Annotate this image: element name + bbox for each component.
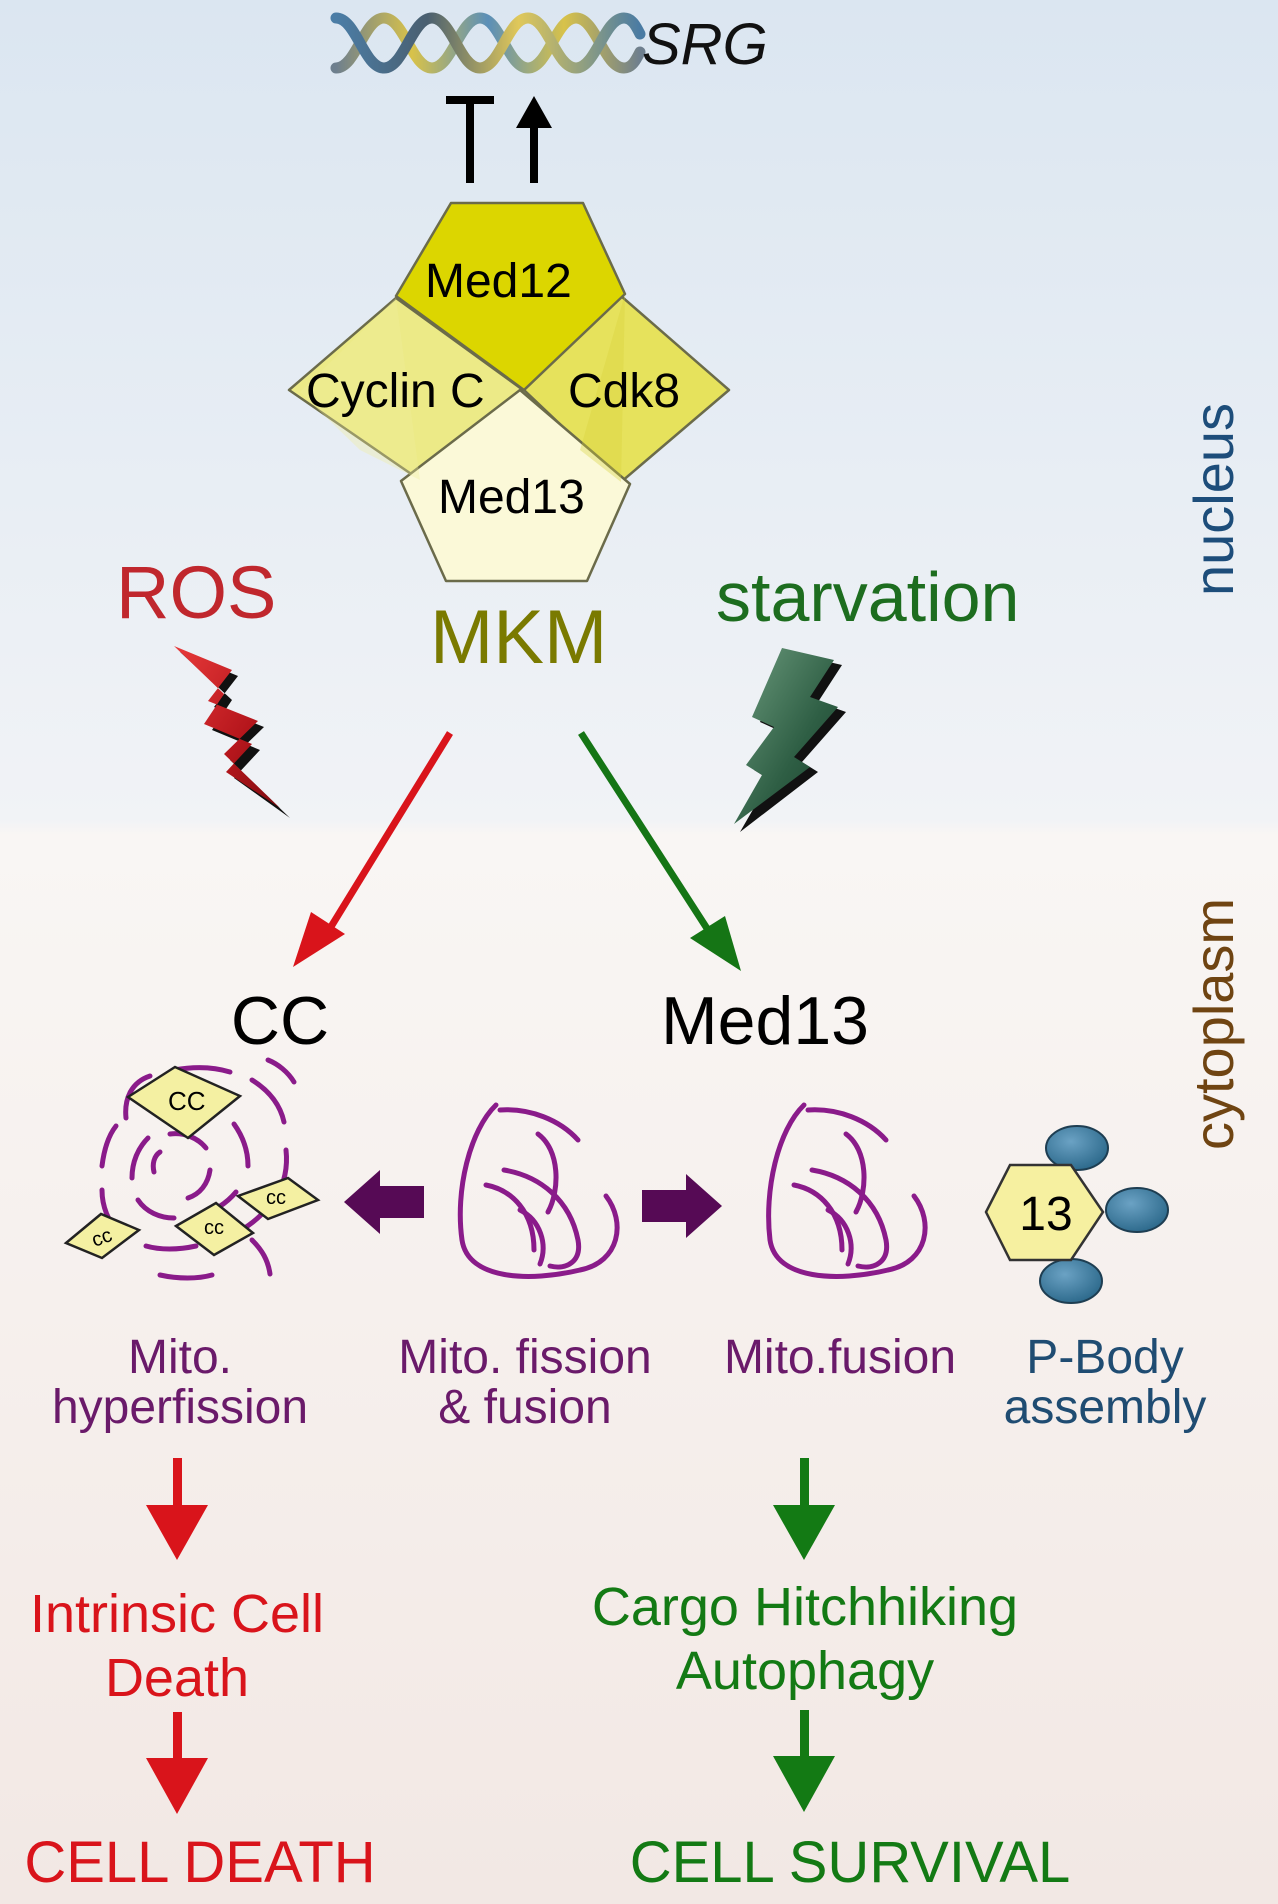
starvation-lightning-icon [734, 648, 846, 832]
arrow-to-cell-death [146, 1712, 208, 1814]
cell-survival-label: CELL SURVIVAL [629, 1830, 1071, 1895]
cc-tag-large-label: CC [168, 1086, 206, 1116]
arrow-to-cc [293, 731, 453, 967]
hyperfission-label: Mito. hyperfission [20, 1333, 340, 1433]
hyperfission-line2: hyperfission [51, 1380, 309, 1434]
cargo-autophagy-line1: Cargo Hitchhiking [591, 1577, 1019, 1637]
cc-released-label: CC [230, 983, 330, 1059]
med13-released-label: Med13 [661, 983, 869, 1059]
fusion-label: Mito.fusion [700, 1333, 980, 1383]
cell-death-label: CELL DEATH [24, 1830, 376, 1895]
cc-tag-label: cc [266, 1187, 286, 1209]
cdk8-label: Cdk8 [568, 365, 681, 418]
gene-label-srg: SRG [642, 12, 768, 77]
med13-subunit-label: Med13 [438, 471, 585, 524]
arrow-to-fusion [642, 1174, 722, 1238]
starvation-label: starvation [716, 558, 1020, 636]
cargo-autophagy-line2: Autophagy [675, 1640, 935, 1701]
p-body-label: P-Body assembly [990, 1333, 1220, 1433]
intrinsic-cell-death-line2: Death [104, 1647, 250, 1708]
cyclin-c-tags [63, 1065, 321, 1260]
mkm-label: MKM [430, 595, 608, 680]
med12-shape [394, 201, 627, 392]
cytoplasm-label: cytoplasm [1182, 897, 1245, 1150]
p-body-line1: P-Body [1026, 1331, 1184, 1384]
arrow-to-intrinsic-death [146, 1458, 208, 1560]
cargo-hitchhiking-autophagy-label: Cargo Hitchhiking Autophagy [540, 1576, 1070, 1703]
p-body-line2: assembly [1003, 1380, 1207, 1434]
fission-fusion-label: Mito. fission & fusion [360, 1333, 690, 1433]
med13-shape [399, 388, 632, 583]
fusion-line1: Mito.fusion [723, 1331, 957, 1384]
intrinsic-cell-death-label: Intrinsic Cell Death [0, 1583, 354, 1710]
repression-symbol [446, 96, 494, 183]
cyclin-c-label: Cyclin C [306, 365, 485, 418]
intrinsic-cell-death-line1: Intrinsic Cell [29, 1584, 325, 1644]
mkm-complex [287, 201, 731, 583]
ros-label: ROS [116, 551, 277, 634]
hyperfission-line1: Mito. [127, 1331, 232, 1384]
nucleus-label: nucleus [1182, 402, 1245, 596]
med12-label: Med12 [425, 255, 572, 308]
activation-arrow [516, 96, 552, 183]
cc-tag-label: cc [204, 1217, 224, 1239]
ros-lightning-icon [174, 646, 290, 818]
fission-fusion-line2: & fusion [438, 1380, 612, 1434]
arrow-to-hyperfission [344, 1170, 424, 1234]
arrow-to-cell-survival [773, 1710, 835, 1812]
mitochondrial-network [457, 1102, 620, 1279]
fission-fusion-line1: Mito. fission [398, 1331, 652, 1384]
arrow-to-med13 [578, 731, 741, 971]
dna-helix-icon [330, 12, 646, 74]
arrow-to-autophagy [773, 1458, 835, 1560]
p-body-icon [984, 1125, 1169, 1304]
fused-mitochondria [766, 1102, 928, 1279]
p-body-subunit-label: 13 [1019, 1188, 1073, 1241]
